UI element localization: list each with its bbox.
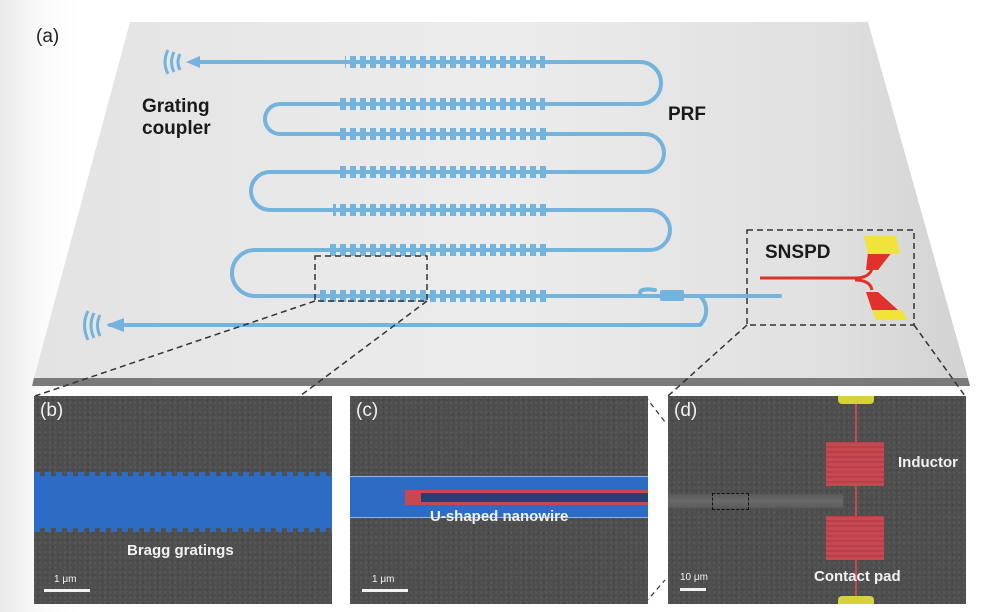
contact-pad-top [864,236,900,254]
d-contact-pad-bottom [838,596,874,604]
snspd-taper-bottom [866,292,898,310]
contact-pad-label: Contact pad [814,568,901,585]
snspd-taper-top [866,252,892,270]
scale-label-b: 1 μm [54,574,77,585]
prf-label: PRF [668,104,706,125]
d-waveguide [668,494,843,508]
contact-pad-bottom [872,310,908,320]
grating-teeth-top [34,472,332,477]
u-shaped-nanowire [405,490,648,505]
inductor-label: Inductor [898,454,958,471]
grating-coupler-bottom [83,310,124,341]
grating-coupler-top [163,49,200,75]
grating-teeth-bottom [34,527,332,532]
inductor-bottom [826,516,884,560]
scale-label-d: 10 μm [680,572,708,583]
directional-coupler [660,290,684,301]
panel-c-sem: (c) U-shaped nanowire 1 μm [350,396,648,604]
scale-bar-c [362,589,408,592]
zoom-box-snspd [667,229,966,397]
bragg-gratings-caption: Bragg gratings [127,542,234,559]
d-lead-top [855,404,857,442]
panel-d-label: (d) [674,400,698,421]
panel-b-label: (b) [40,400,64,421]
inductor-top [826,442,884,486]
panel-a-label: (a) [36,26,60,47]
zoom-lines-c [644,395,666,604]
scale-label-c: 1 μm [372,574,395,585]
scale-bar-b [44,589,90,592]
nanowire-bend [405,490,421,505]
snspd-label: SNSPD [765,242,831,263]
panel-d-sem: (d) Inductor Contact pad 10 μm [668,396,966,604]
d-lead-mid [855,486,857,516]
d-lead-bottom [855,560,857,596]
d-contact-pad-top [838,396,874,404]
bragg-waveguide [34,476,332,528]
d-zoom-box [712,493,749,510]
chip-edge [32,378,970,386]
panel-c-label: (c) [356,400,379,421]
bragg-grating-rows [320,56,550,302]
grating-coupler-label: Grating coupler [142,96,211,139]
scale-bar-d [680,588,706,591]
zoom-box-b [34,255,428,397]
panel-b-sem: (b) Bragg gratings 1 μm [34,396,332,604]
u-shaped-nanowire-caption: U-shaped nanowire [430,508,569,525]
